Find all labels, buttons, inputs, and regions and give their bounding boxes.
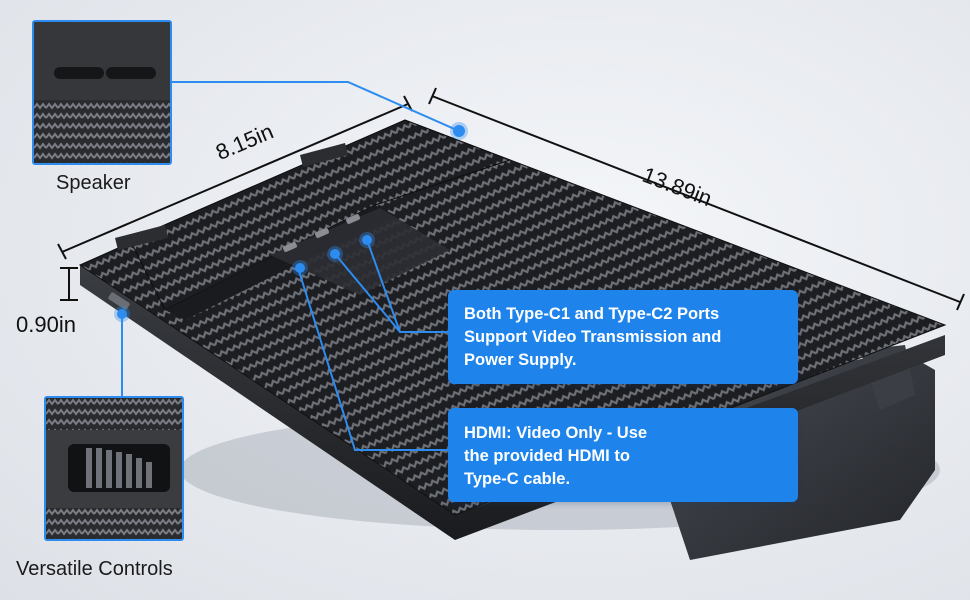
port-1 <box>283 242 297 252</box>
typec-callout-line-3: Power Supply. <box>464 351 577 369</box>
controls-inset <box>44 396 184 541</box>
side-control-slot <box>108 292 130 310</box>
side-trim-left <box>115 225 168 250</box>
speaker-closeup-image <box>34 22 170 163</box>
speaker-label: Speaker <box>56 172 131 194</box>
typec-callout-line-2: Support Video Transmission and <box>464 328 722 346</box>
port-recess <box>270 208 450 295</box>
dimension-lines <box>57 87 965 311</box>
speaker-grill-right <box>106 67 156 79</box>
side-trim-top <box>300 143 348 167</box>
typec-callout-line-1: Both Type-C1 and Type-C2 Ports <box>464 305 720 323</box>
hdmi-callout-line-2: the provided HDMI to <box>464 447 630 465</box>
hdmi-callout: HDMI: Video Only - Use the provided HDMI… <box>448 408 798 502</box>
leader-lines <box>121 81 460 451</box>
control-wheel-closeup-image <box>46 398 182 539</box>
thickness-dimension-label: 0.90in <box>16 312 76 337</box>
hdmi-callout-line-3: Type-C cable. <box>464 470 571 488</box>
speaker-inset <box>32 20 172 165</box>
marker-dots <box>114 122 468 322</box>
control-wheel <box>86 448 152 488</box>
speaker-grill-left <box>54 67 104 79</box>
controls-label: Versatile Controls <box>16 558 173 580</box>
port-2 <box>315 228 329 238</box>
typec-ports-callout: Both Type-C1 and Type-C2 Ports Support V… <box>448 290 798 384</box>
device-edge <box>80 265 945 540</box>
hdmi-callout-line-1: HDMI: Video Only - Use <box>464 424 648 442</box>
port-3 <box>346 214 360 224</box>
